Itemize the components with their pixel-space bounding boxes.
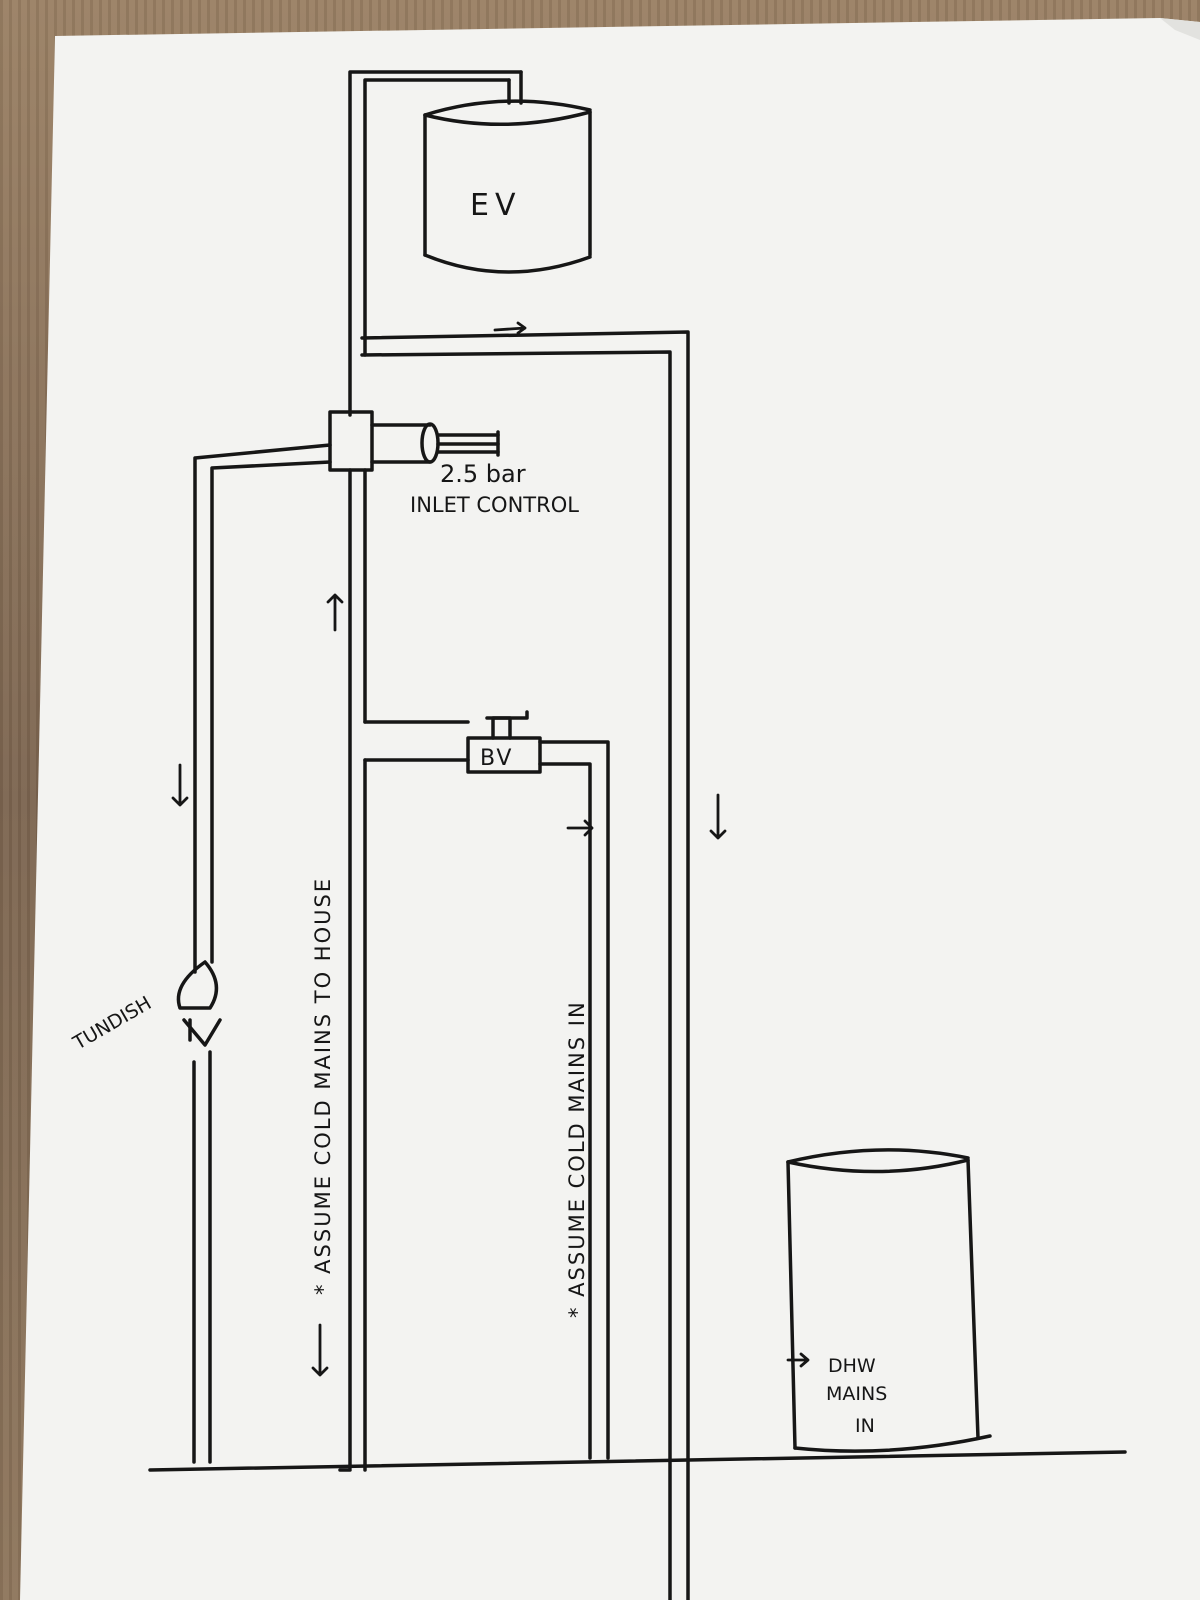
cold-mains-in-note: * ASSUME COLD MAINS IN — [565, 1000, 589, 1318]
tundish-icon — [176, 960, 222, 1047]
cylinder-label-dhw: DHW — [828, 1355, 876, 1377]
cold-mains-house-pipe — [338, 468, 470, 1472]
arrow-icon — [171, 321, 810, 1377]
dhw-cylinder — [786, 1148, 992, 1453]
cold-mains-house-note: * ASSUME COLD MAINS TO HOUSE — [311, 877, 335, 1295]
vessel-feed-pipe — [348, 70, 523, 417]
discharge-pipe — [192, 443, 332, 1464]
ball-valve — [466, 710, 542, 774]
cold-mains-in-pipe — [538, 740, 610, 1460]
expansion-vessel — [423, 70, 592, 274]
ball-valve-label: BV — [480, 746, 513, 771]
paper-background — [20, 18, 1200, 1600]
floor-line — [148, 1450, 1127, 1472]
inlet-control-label: INLET CONTROL — [410, 493, 579, 517]
vessel-label: EV — [470, 188, 521, 223]
dhw-supply-pipe — [360, 330, 690, 1600]
cylinder-label-in: IN — [855, 1415, 875, 1437]
cylinder-label-mains: MAINS — [826, 1383, 887, 1405]
inlet-pressure-label: 2.5 bar — [440, 460, 526, 488]
